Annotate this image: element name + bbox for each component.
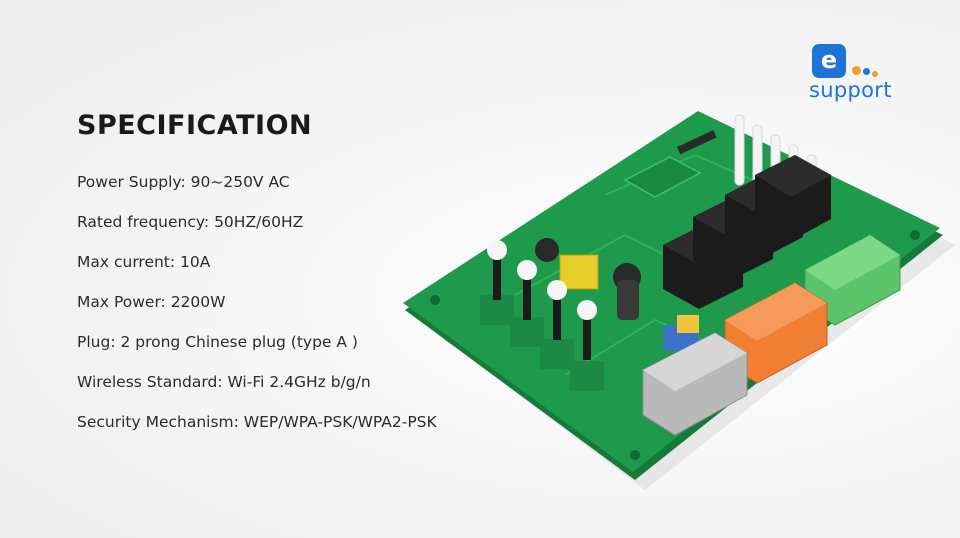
spec-power-supply: Power Supply: 90~250V AC [77,173,290,191]
relay-board-illustration [403,111,955,490]
spec-max-power: Max Power: 2200W [77,293,226,311]
mounting-hole [910,230,920,240]
logo-dot-blue [863,68,870,75]
wifi-module [623,156,702,198]
transformer [559,254,599,290]
logo-badge-letter: e [820,46,838,74]
spec-rated-frequency: Rated frequency: 50HZ/60HZ [77,213,304,231]
spec-list: Power Supply: 90~250V AC Rated frequency… [77,170,437,450]
relay-board-photo [395,95,955,495]
page-title: SPECIFICATION [77,110,313,141]
capacitor-body [617,280,639,320]
logo-wordmark: support [809,78,892,102]
spec-wireless-standard: Wireless Standard: Wi-Fi 2.4GHz b/g/n [77,373,371,391]
mounting-hole [630,450,640,460]
header-pins [677,130,717,155]
logo-badge: e [812,44,846,78]
relays [663,155,831,309]
push-buttons [480,240,604,391]
mounting-hole [430,295,440,305]
terminal-gray [642,332,748,436]
logo-dot-orange [852,66,861,75]
capacitor [535,238,559,262]
yellow-capacitor [677,315,699,333]
spec-max-current: Max current: 10A [77,253,211,271]
spec-security-mechanism: Security Mechanism: WEP/WPA-PSK/WPA2-PSK [77,413,437,431]
esupport-logo: e support [806,44,906,108]
logo-dot-orange-small [872,71,878,77]
terminal-orange [724,282,828,384]
spec-plug: Plug: 2 prong Chinese plug (type A ) [77,333,358,351]
